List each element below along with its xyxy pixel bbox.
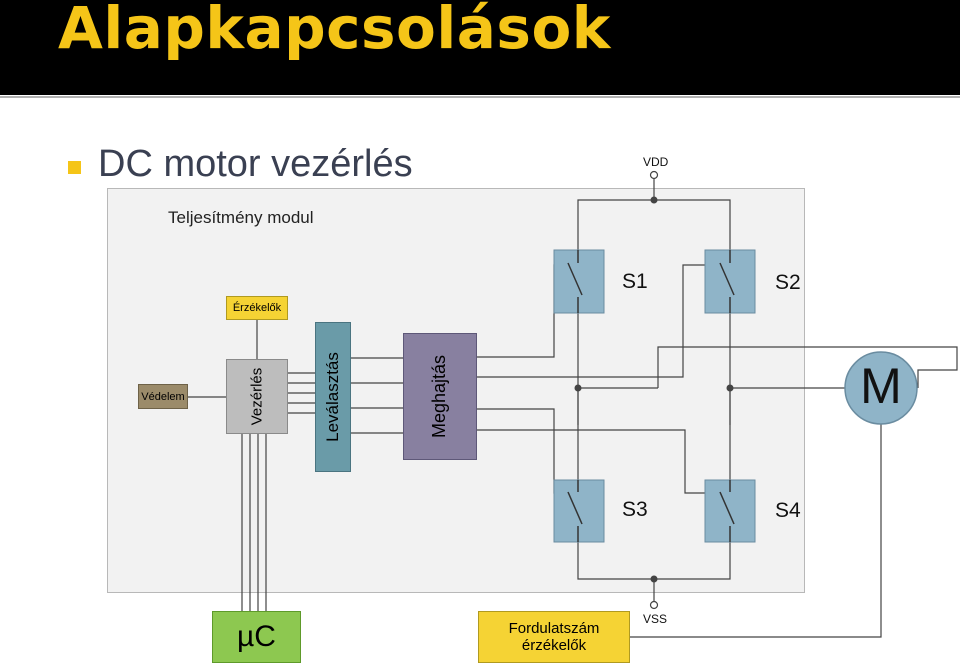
slide-title: Alapkapcsolások xyxy=(58,0,611,62)
mcu-block: µC xyxy=(212,611,301,663)
isolation-block: Leválasztás xyxy=(315,322,351,472)
mcu-label: µC xyxy=(237,620,276,653)
s4-label: S4 xyxy=(775,499,801,522)
header-divider xyxy=(0,96,960,98)
driver-label: Meghajtás xyxy=(429,354,450,439)
switch-s1 xyxy=(553,249,605,314)
speed-sensors-label: Fordulatszám érzékelők xyxy=(508,620,600,654)
sensors-label: Érzékelők xyxy=(232,302,282,314)
vdd-label: VDD xyxy=(643,155,669,169)
motor-symbol xyxy=(844,351,918,425)
control-label: Vezérlés xyxy=(248,367,266,426)
protection-block: Védelem xyxy=(138,384,188,409)
speed-sensors-block: Fordulatszám érzékelők xyxy=(478,611,630,663)
slide-header xyxy=(0,0,960,95)
s1-label: S1 xyxy=(622,270,648,293)
sensors-block: Érzékelők xyxy=(226,296,288,320)
switch-s3 xyxy=(553,479,605,543)
s3-label: S3 xyxy=(622,498,648,521)
s2-label: S2 xyxy=(775,271,801,294)
power-module-label: Teljesítmény modul xyxy=(168,208,314,227)
switch-s2 xyxy=(704,249,756,314)
isolation-label: Leválasztás xyxy=(323,352,342,442)
bullet-icon xyxy=(68,161,81,174)
motor-label: M xyxy=(860,358,902,414)
vss-label: VSS xyxy=(643,612,668,626)
switch-s4 xyxy=(704,479,756,543)
bullet-text: DC motor vezérlés xyxy=(98,143,413,185)
control-block: Vezérlés xyxy=(226,359,288,434)
driver-block: Meghajtás xyxy=(403,333,477,460)
protection-label: Védelem xyxy=(141,390,185,403)
